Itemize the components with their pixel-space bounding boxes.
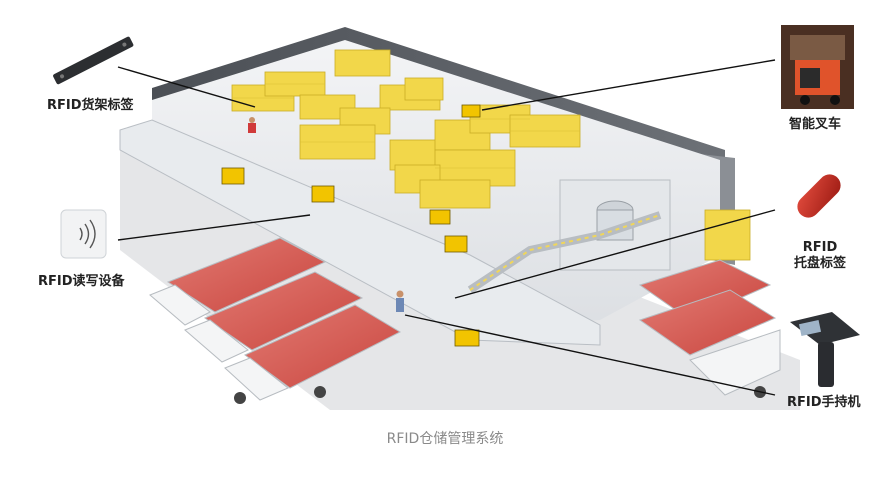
handheld-scanner-icon (790, 312, 860, 387)
worker-figure (248, 117, 404, 312)
pallet-tag-label-line2: 托盘标签 (793, 256, 846, 271)
handheld-label: RFID手持机 (787, 395, 861, 410)
conveyor-machinery (467, 179, 671, 294)
rfid-reader-icon (60, 209, 107, 259)
shelf-tag-icon (53, 36, 134, 85)
smart-forklift-label: 智能叉车 (789, 117, 842, 132)
callout-lines (117, 59, 776, 396)
pallet-tag-label-line1: RFID (802, 240, 838, 255)
truck-fleet (149, 237, 781, 404)
reader-device-label: RFID读写设备 (38, 274, 125, 289)
pallet-tag-icon (797, 174, 841, 218)
box-grid-lines (232, 83, 580, 169)
forklift-photo-icon (781, 25, 854, 109)
forklift-fleet (221, 104, 481, 347)
shelf-tag-label: RFID货架标签 (47, 98, 134, 113)
diagram-caption: RFID仓储管理系统 (386, 431, 504, 447)
